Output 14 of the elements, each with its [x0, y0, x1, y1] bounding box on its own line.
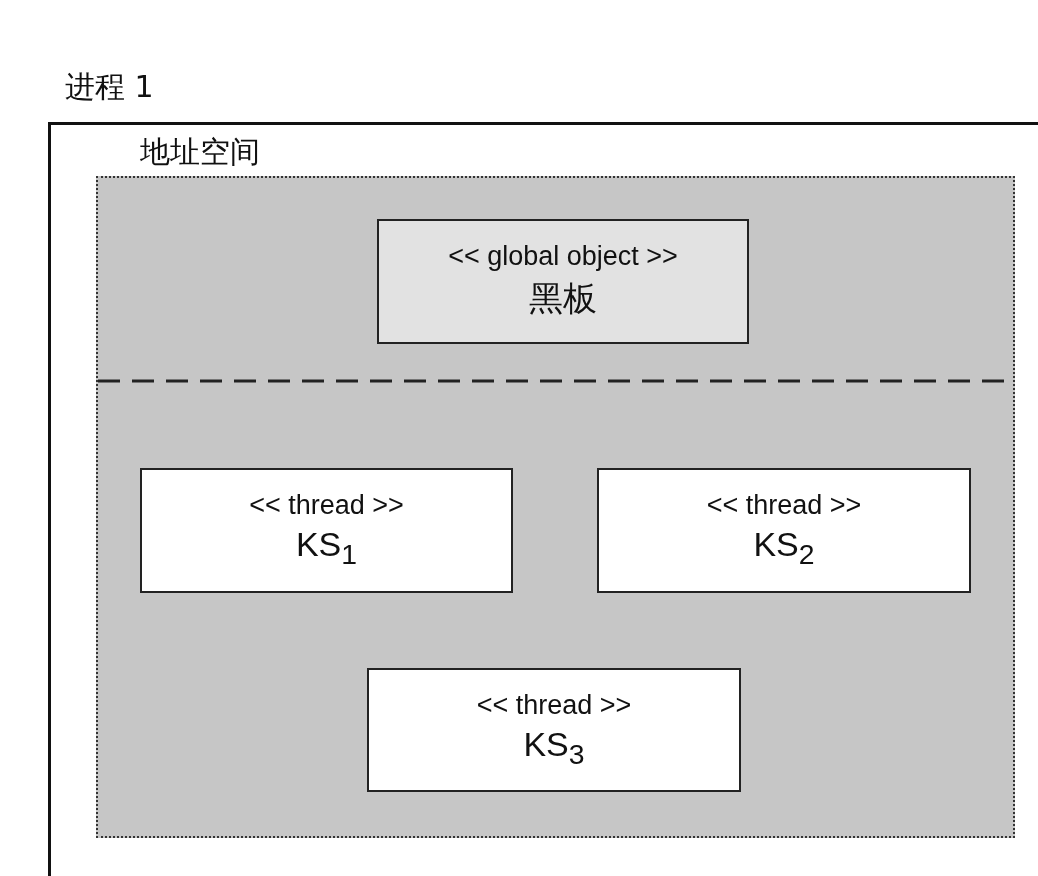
address-space-title: 地址空间 — [140, 133, 260, 171]
process-title: 进程 1 — [65, 68, 154, 106]
component-name: 黑板 — [528, 278, 598, 319]
stereotype-label: << thread >> — [248, 490, 405, 522]
component-name: KS$_{1}$ — [294, 525, 359, 571]
component-name: KS$_{2}$ — [752, 525, 816, 571]
stereotype-label: << global object >> — [447, 241, 679, 272]
component-box — [140, 468, 513, 593]
component-box — [367, 668, 741, 792]
component-box — [377, 219, 749, 344]
stereotype-label: << thread >> — [705, 490, 863, 522]
component-name: KS$_{3}$ — [522, 724, 586, 771]
stereotype-label: << thread >> — [475, 689, 633, 721]
component-box — [597, 468, 971, 593]
